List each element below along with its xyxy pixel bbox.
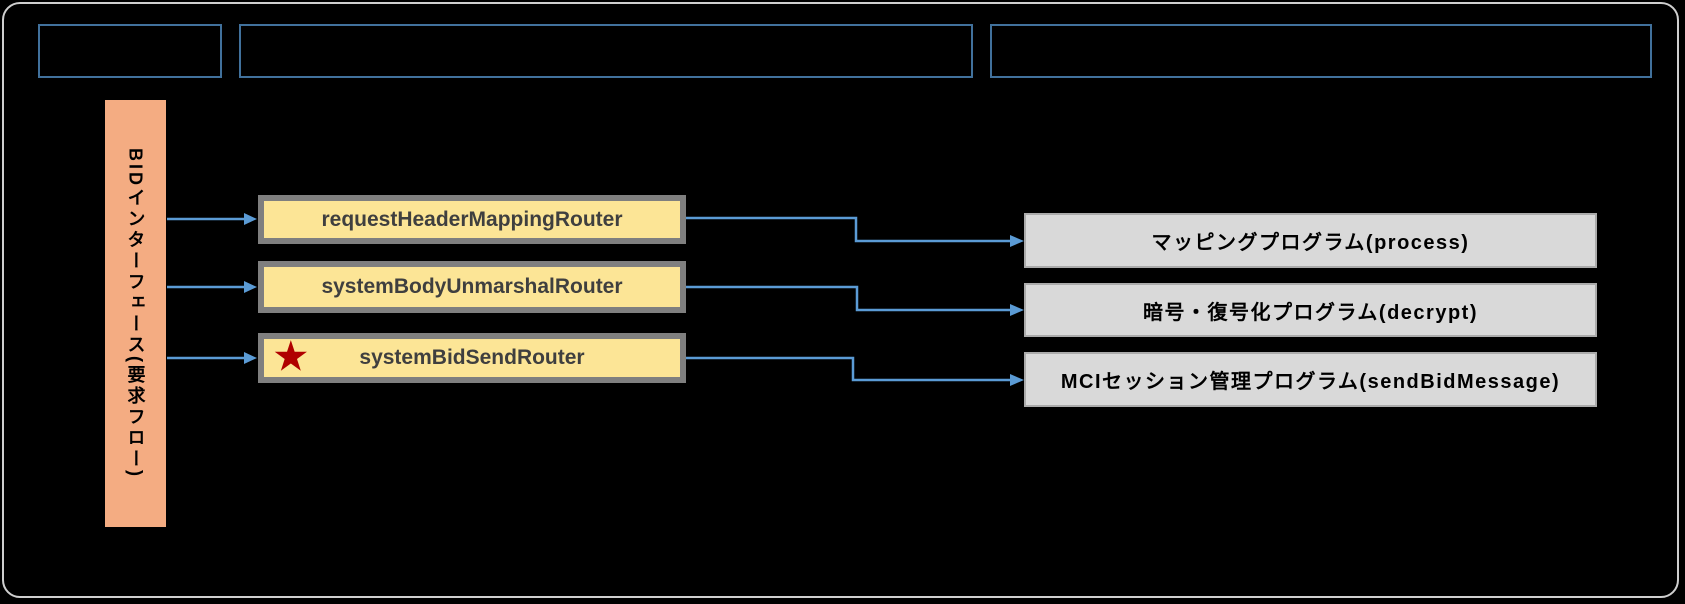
program-box-mapping: マッピングプログラム(process) [1024, 213, 1597, 268]
router-label: systemBodyUnmarshalRouter [321, 275, 623, 298]
program-label: マッピングプログラム(process) [1151, 232, 1470, 254]
source-box-bid-interface: BIDインターフェース(要求フロー) [105, 100, 166, 527]
header-box-1 [38, 24, 222, 78]
connector-router1-to-program1 [686, 216, 1024, 247]
program-label: MCIセッション管理プログラム(sendBidMessage) [1060, 371, 1561, 393]
header-box-2 [239, 24, 973, 78]
arrow-source-to-router-2 [167, 281, 257, 293]
program-box-decrypt: 暗号・復号化プログラム(decrypt) [1024, 283, 1597, 337]
source-box-label: BIDインターフェース(要求フロー) [125, 148, 146, 479]
arrow-source-to-router-3 [167, 352, 257, 364]
connector-router3-to-program3 [686, 356, 1024, 386]
arrow-source-to-router-1 [167, 213, 257, 225]
router-box-request-header-mapping: requestHeaderMappingRouter [258, 195, 686, 244]
star-icon: ★ [272, 332, 310, 380]
router-box-system-bid-send: ★ systemBidSendRouter [258, 333, 686, 383]
router-box-system-body-unmarshal: systemBodyUnmarshalRouter [258, 261, 686, 313]
program-box-mci-session: MCIセッション管理プログラム(sendBidMessage) [1024, 352, 1597, 407]
router-label: systemBidSendRouter [359, 346, 585, 369]
router-label: requestHeaderMappingRouter [321, 207, 623, 231]
header-box-3 [990, 24, 1652, 78]
connector-router2-to-program2 [686, 285, 1024, 316]
program-label: 暗号・復号化プログラム(decrypt) [1143, 301, 1478, 324]
